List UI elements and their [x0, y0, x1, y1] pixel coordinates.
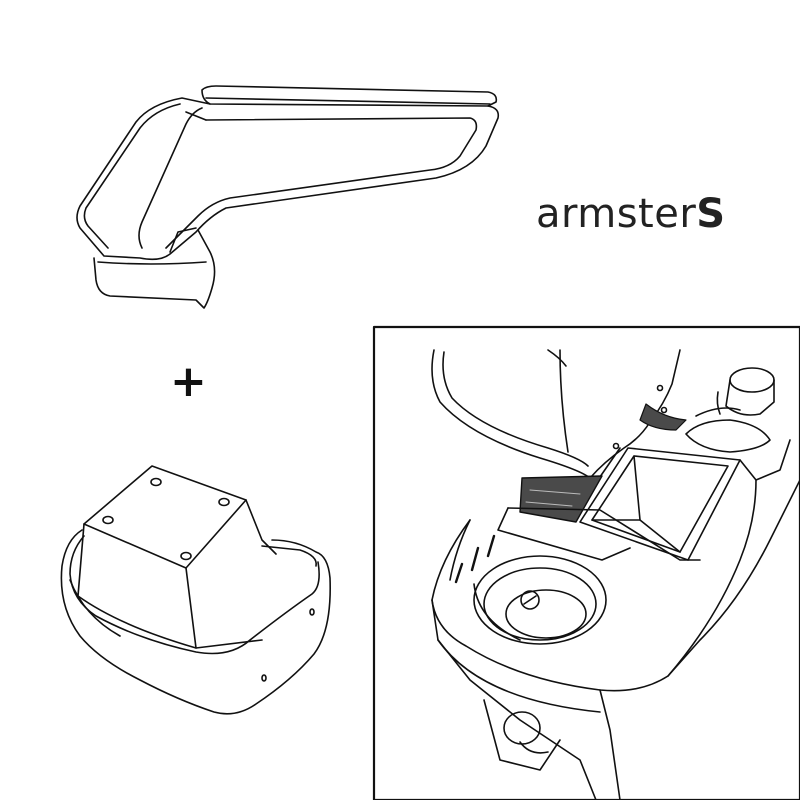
- brand-name-bold: S: [696, 191, 726, 237]
- brand-wordmark: armsterS: [536, 190, 726, 238]
- mounting-base-drawing: [60, 465, 331, 715]
- hinge-shadow: [519, 475, 603, 523]
- plus-sign: +: [170, 356, 207, 407]
- armrest-drawing: [76, 85, 500, 309]
- brand-name-regular: armster: [536, 191, 697, 237]
- installed-console-drawing: [372, 325, 800, 800]
- detail-frame: [372, 325, 800, 800]
